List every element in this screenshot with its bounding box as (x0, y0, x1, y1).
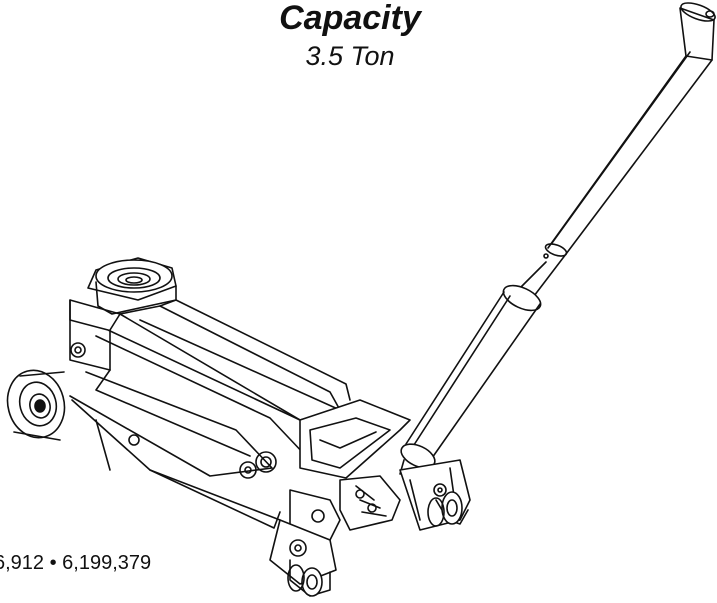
pump-mechanism (290, 460, 470, 540)
handle-lower (397, 280, 544, 478)
handle-upper (516, 0, 717, 296)
lift-arm (240, 400, 410, 478)
jack-frame (70, 300, 350, 528)
rear-casters (270, 492, 468, 596)
patent-numbers: 6,912 • 6,199,379 (0, 552, 152, 574)
capacity-title: Capacity (279, 0, 421, 37)
capacity-value: 3.5 Ton (305, 41, 395, 71)
saddle (88, 258, 176, 314)
front-wheel (0, 364, 72, 444)
